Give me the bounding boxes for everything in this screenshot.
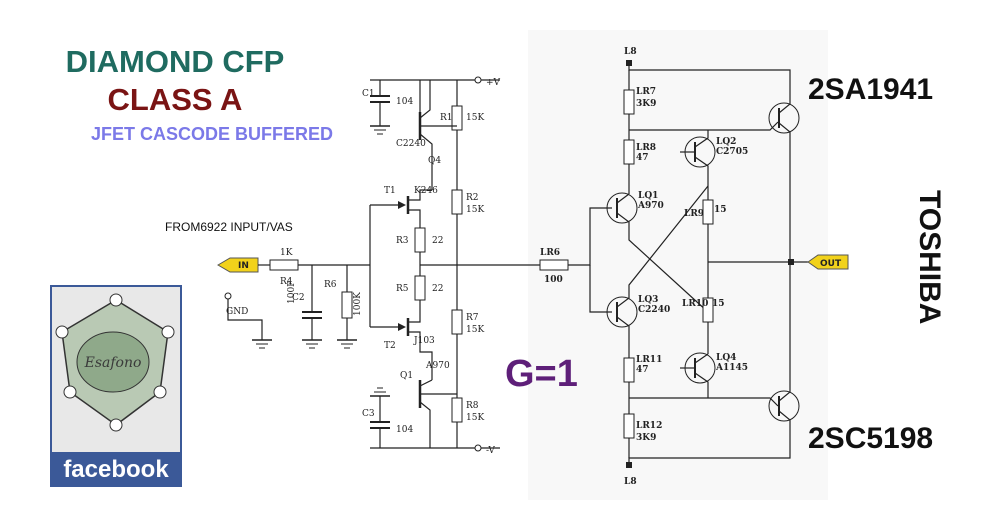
c2-label: C2 — [292, 293, 305, 303]
r4-label: R4 — [280, 277, 293, 287]
top-transistor-label: 2SA1941 — [808, 73, 933, 106]
lq1-value: A970 — [637, 201, 664, 211]
bottom-transistor-label: 2SC5198 — [808, 422, 933, 455]
c3-value: 104 — [396, 425, 413, 435]
lr10-value: 15 — [712, 299, 725, 309]
title-line2: CLASS A — [108, 82, 243, 117]
lr6-label: LR6 — [540, 248, 560, 258]
lr7-value: 3K9 — [636, 99, 656, 109]
lr8-label: LR8 — [636, 143, 656, 153]
esafono-logo: Esafono — [50, 285, 182, 487]
q1-value: A970 — [425, 361, 450, 371]
r3-label: R3 — [396, 236, 409, 246]
resistor-lr12 — [623, 413, 635, 439]
resistor-r8 — [451, 397, 463, 423]
lq2-label: LQ2 — [716, 137, 736, 147]
resistor-r3 — [414, 227, 426, 253]
c3-label: C3 — [362, 409, 375, 419]
transistor-2sc5198 — [768, 390, 800, 422]
logo-signature: Esafono — [84, 355, 142, 371]
l8-top-label: L8 — [624, 47, 637, 57]
r5-label: R5 — [396, 284, 409, 294]
r2-value: 15K — [466, 205, 484, 215]
title-line1: DIAMOND CFP — [66, 44, 285, 79]
r3-value: 22 — [432, 236, 443, 246]
c1-value: 104 — [396, 97, 413, 107]
input-port-label: IN — [238, 261, 249, 271]
r8-value: 15K — [466, 413, 484, 423]
lq1-label: LQ1 — [638, 191, 658, 201]
t1-value: K246 — [414, 186, 438, 196]
r1-label: R1 — [440, 113, 453, 123]
lr11-value: 47 — [636, 365, 649, 375]
c2-value: 100P — [287, 281, 297, 304]
resistor-lr6 — [539, 259, 569, 271]
resistor-lr11 — [623, 357, 635, 383]
r6-label: R6 — [324, 280, 337, 290]
resistor-r5 — [414, 275, 426, 301]
lr9-value: 15 — [714, 205, 727, 215]
from-label: FROM6922 INPUT/VAS — [165, 220, 293, 234]
transistor-lq3 — [606, 296, 638, 328]
r2-label: R2 — [466, 193, 479, 203]
lr11-label: LR11 — [636, 355, 662, 365]
q4-label: Q4 — [428, 156, 441, 166]
lr12-value: 3K9 — [636, 433, 656, 443]
lq4-label: LQ4 — [716, 353, 736, 363]
title-line3: JFET CASCODE BUFFERED — [91, 124, 333, 144]
lr10-label: LR10 — [682, 299, 708, 309]
transistor-2sa1941 — [768, 102, 800, 134]
lq3-value: C2240 — [638, 305, 670, 315]
lr8-value: 47 — [636, 153, 649, 163]
r1-value: 15K — [466, 113, 484, 123]
resistor-r7 — [451, 309, 463, 335]
lr6-value: 100 — [544, 275, 563, 285]
r7-value: 15K — [466, 325, 484, 335]
resistor-r4 — [269, 259, 299, 271]
input-port: IN — [217, 257, 259, 273]
transistor-lq1 — [606, 192, 638, 224]
r6-value: 100K — [353, 292, 363, 316]
resistor-r2 — [451, 189, 463, 215]
gain-label: G=1 — [505, 353, 578, 395]
lq4-value: A1145 — [715, 363, 748, 373]
l8-bottom-label: L8 — [624, 477, 637, 487]
lr12-label: LR12 — [636, 421, 662, 431]
vminus-label: -V — [486, 446, 495, 456]
resistor-lr9 — [702, 199, 714, 225]
r8-label: R8 — [466, 401, 479, 411]
output-port: OUT — [807, 254, 849, 270]
lq3-label: LQ3 — [638, 295, 658, 305]
lr9-label: LR9 — [684, 209, 704, 219]
t1-label: T1 — [384, 186, 396, 196]
c1-label: C1 — [362, 89, 375, 99]
r5-value: 22 — [432, 284, 443, 294]
t2-label: T2 — [384, 341, 396, 351]
gnd-label: GND — [226, 307, 248, 317]
facebook-badge[interactable] — [51, 452, 181, 486]
t2-value: J103 — [413, 336, 435, 346]
q4-value: C2240 — [396, 139, 426, 149]
resistor-lr7 — [623, 89, 635, 115]
brand-label: TOSHIBA — [913, 190, 946, 324]
r4-value: 1K — [280, 248, 293, 258]
vplus-label: +V — [486, 78, 501, 88]
lr7-label: LR7 — [636, 87, 656, 97]
facebook-label: facebook — [63, 456, 169, 483]
output-port-label: OUT — [820, 259, 842, 269]
ground-symbols-left — [252, 339, 357, 349]
lq2-value: C2705 — [716, 147, 748, 157]
q1-label: Q1 — [400, 371, 413, 381]
r7-label: R7 — [466, 313, 479, 323]
resistor-lr8 — [623, 139, 635, 165]
resistor-r6 — [341, 291, 353, 319]
